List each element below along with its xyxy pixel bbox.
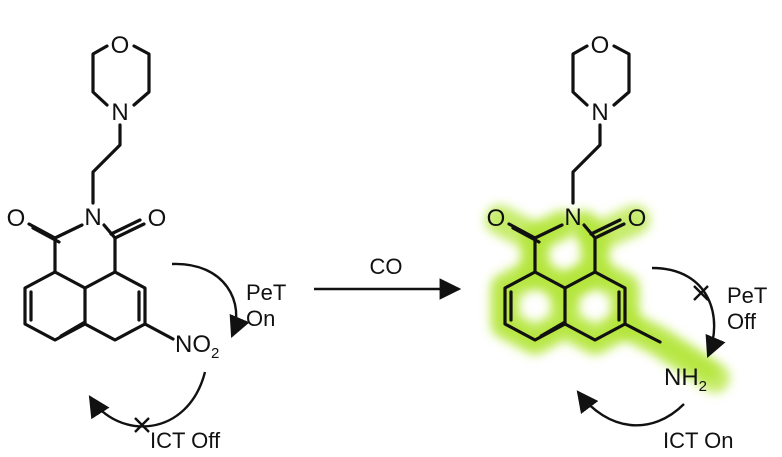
ethyl-linker bbox=[91, 123, 122, 205]
carbonyl-oxygen-1: O bbox=[7, 205, 26, 232]
reagent-label: CO bbox=[370, 254, 403, 279]
pet-blocked-mark bbox=[693, 285, 709, 301]
morpholine-nitrogen: N bbox=[591, 99, 608, 126]
morpholine-oxygen: O bbox=[591, 32, 610, 59]
ict-arrow bbox=[576, 390, 685, 427]
morpholine-ring bbox=[571, 44, 631, 107]
pet-state: On bbox=[246, 306, 275, 331]
imide-nitrogen: N bbox=[84, 204, 101, 231]
naphthalimide-core bbox=[23, 218, 175, 342]
pet-state: Off bbox=[727, 309, 757, 334]
nitro-group: NO2 bbox=[175, 331, 219, 362]
imide-nitrogen: N bbox=[564, 204, 581, 231]
morpholine-oxygen: O bbox=[111, 32, 130, 59]
reaction-arrow-group: CO bbox=[314, 254, 462, 300]
morpholine-nitrogen: N bbox=[111, 99, 128, 126]
naphthalimide-core bbox=[503, 218, 662, 344]
carbonyl-oxygen-2: O bbox=[628, 205, 647, 232]
carbonyl-oxygen-1: O bbox=[487, 205, 506, 232]
amino-group: NH2 bbox=[664, 364, 707, 395]
pet-label: PeT bbox=[246, 280, 286, 305]
pet-label: PeT bbox=[727, 283, 767, 308]
carbonyl-oxygen-2: O bbox=[148, 205, 167, 232]
morpholine-ring bbox=[91, 44, 151, 107]
ict-blocked-mark bbox=[134, 417, 150, 433]
pet-arrow bbox=[171, 262, 250, 338]
ict-arrow bbox=[88, 371, 207, 428]
ict-label: ICT Off bbox=[150, 428, 221, 453]
nitro-naphthalimide: O N N O O NO2 PeT On ICT Off bbox=[7, 32, 287, 453]
pet-arrow bbox=[651, 266, 726, 358]
ict-label: ICT On bbox=[663, 428, 734, 453]
amino-naphthalimide: O N N O O NH2 PeT Off ICT On bbox=[485, 32, 767, 453]
ethyl-linker bbox=[571, 123, 602, 205]
